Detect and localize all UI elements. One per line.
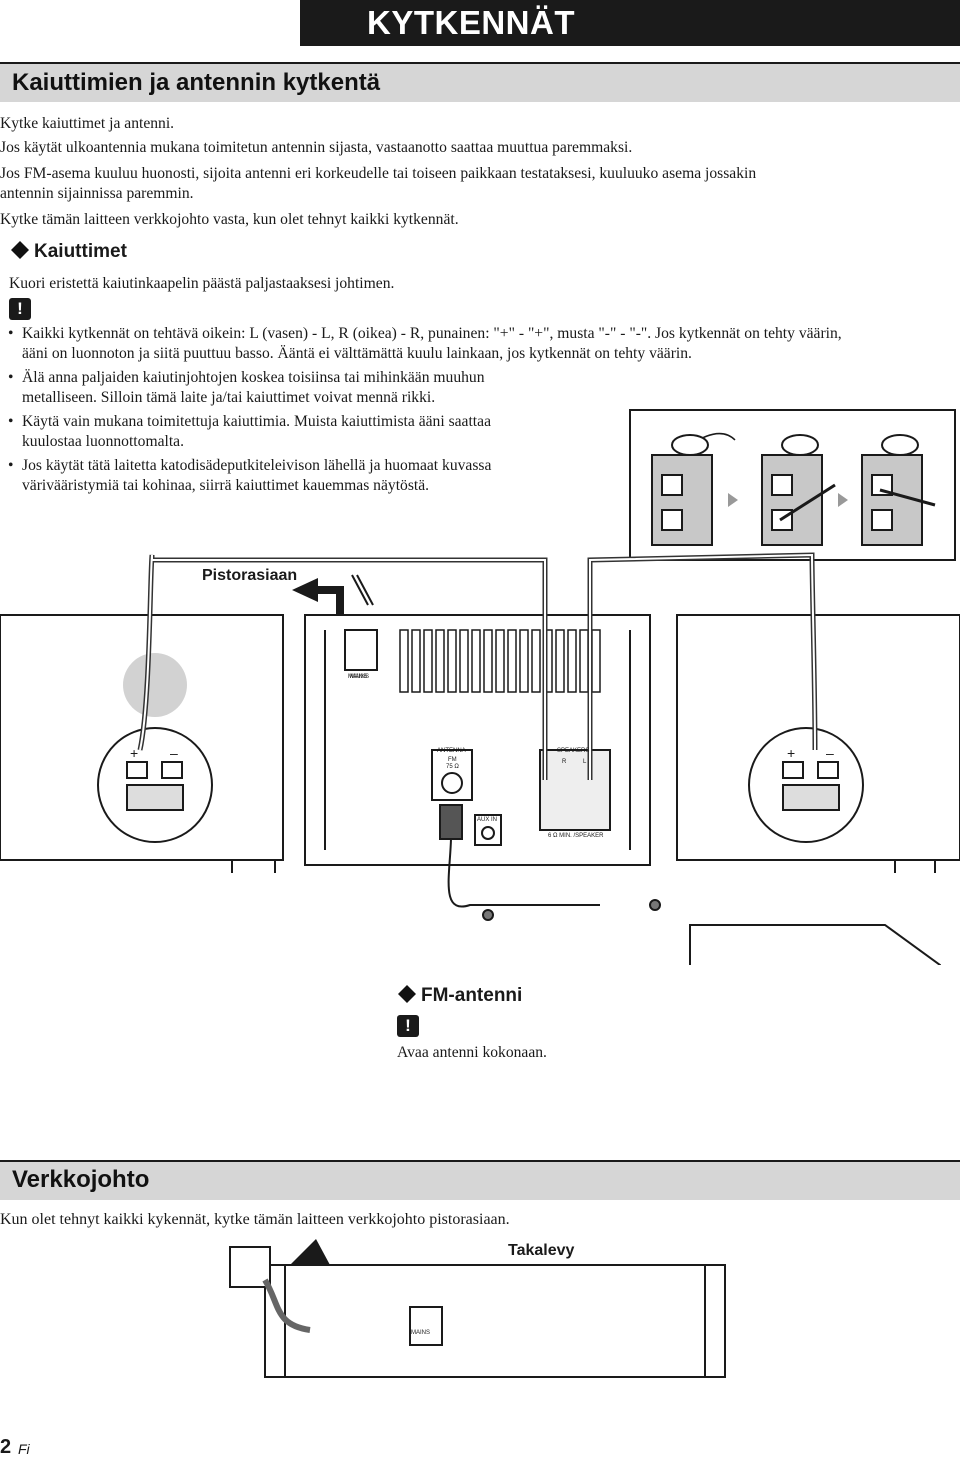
language-code: Fi xyxy=(18,1441,30,1457)
section-title-connections: Kaiuttimien ja antennin kytkentä xyxy=(12,69,381,96)
warning-item: Älä anna paljaiden kaiutinjohtojen koske… xyxy=(8,368,938,408)
speakers-heading-text: Kaiuttimet xyxy=(34,241,127,262)
left-speaker-body xyxy=(0,614,284,861)
speakers-panel-label: SPEAKERS xyxy=(557,748,590,754)
right-speaker-plus: + xyxy=(787,745,796,761)
section-bar-power-cord xyxy=(0,1160,960,1200)
speakers-heading: Kaiuttimet xyxy=(10,240,127,263)
speaker-impedance-label: 6 Ω MIN. /SPEAKER xyxy=(548,833,604,839)
ohm-label: 75 Ω xyxy=(446,764,459,770)
warning-item-line: Käytä vain mukana toimitettuja kaiuttimi… xyxy=(22,413,491,430)
page-number: 2 xyxy=(0,1436,12,1458)
rear-panel-outline xyxy=(264,1264,726,1378)
diamond-icon xyxy=(11,241,29,259)
warning-item-line: Jos käytät tätä laitetta katodisädeputki… xyxy=(22,457,492,474)
fm-heading: FM-antenni xyxy=(397,984,522,1007)
warning-item-line: Älä anna paljaiden kaiutinjohtojen koske… xyxy=(22,369,485,386)
warning-item-line: metalliseen. Silloin tämä laite ja/tai k… xyxy=(22,389,436,406)
speakers-warning-list: Kaikki kytkennät on tehtävä oikein: L (v… xyxy=(8,324,938,496)
warning-item-line: ääni on luonnoton ja siitä puuttuu basso… xyxy=(22,345,692,362)
warning-item-line: Kaikki kytkennät on tehtävä oikein: L (v… xyxy=(22,325,842,342)
left-speaker-plus: + xyxy=(130,745,139,761)
outlet-label: Pistorasiaan xyxy=(202,567,298,584)
intro-line-4: antennin sijainnissa paremmin. xyxy=(0,185,194,202)
warning-item: Jos käytät tätä laitetta katodisädeputki… xyxy=(8,456,938,496)
page-header-title: KYTKENNÄT xyxy=(367,4,575,41)
warning-item-line: värivääristymiä tai kohinaa, siirrä kaiu… xyxy=(22,477,430,494)
right-channel-label: R xyxy=(562,759,567,765)
warning-item: Käytä vain mukana toimitettuja kaiuttimi… xyxy=(8,412,938,452)
left-speaker-minus: – xyxy=(170,745,178,761)
caution-icon: ! xyxy=(397,1015,419,1037)
intro-line-2: Jos käytät ulkoantennia mukana toimitetu… xyxy=(0,139,633,156)
power-cord-diagram xyxy=(229,1239,726,1378)
antenna-label: ANTENNA xyxy=(437,748,466,754)
warning-item-line: kuulostaa luonnottomalta. xyxy=(22,433,184,450)
caution-icon: ! xyxy=(9,298,31,320)
diamond-icon xyxy=(398,985,416,1003)
terminal-clip-step-2 xyxy=(761,434,836,546)
right-speaker-minus: – xyxy=(826,745,834,761)
aux-in-label: AUX IN xyxy=(477,817,498,823)
connection-diagram: MAINS xyxy=(0,409,960,965)
fm-label: FM xyxy=(448,757,457,763)
terminal-clip-step-3 xyxy=(861,434,936,546)
fm-instruction: Avaa antenni kokonaan. xyxy=(397,1044,547,1061)
main-unit-body xyxy=(304,614,651,866)
left-channel-label: L xyxy=(583,759,587,765)
warning-item: Kaikki kytkennät on tehtävä oikein: L (v… xyxy=(8,324,938,364)
section-title-power-cord: Verkkojohto xyxy=(12,1166,150,1193)
power-cord-instruction: Kun olet tehnyt kaikki kykennät, kytke t… xyxy=(0,1211,510,1228)
intro-line-5: Kytke tämän laitteen verkkojohto vasta, … xyxy=(0,211,459,228)
speakers-intro: Kuori eristettä kaiutinkaapelin päästä p… xyxy=(9,275,395,292)
intro-line-3: Jos FM-asema kuuluu huonosti, sijoita an… xyxy=(0,165,757,182)
section-bar-connections xyxy=(0,62,960,102)
terminal-clip-step-1 xyxy=(651,432,736,546)
header-bar xyxy=(300,0,960,46)
mains-label: MAINS xyxy=(350,674,370,680)
right-speaker-body xyxy=(676,614,960,861)
mains-label-text: MAINS xyxy=(348,674,367,680)
rear-panel-label: Takalevy xyxy=(508,1242,575,1259)
mains-label-rear: MAINS xyxy=(411,1330,431,1336)
fm-heading-text: FM-antenni xyxy=(421,985,523,1006)
terminal-inset-frame xyxy=(629,409,956,561)
intro-line-1: Kytke kaiuttimet ja antenni. xyxy=(0,115,175,132)
